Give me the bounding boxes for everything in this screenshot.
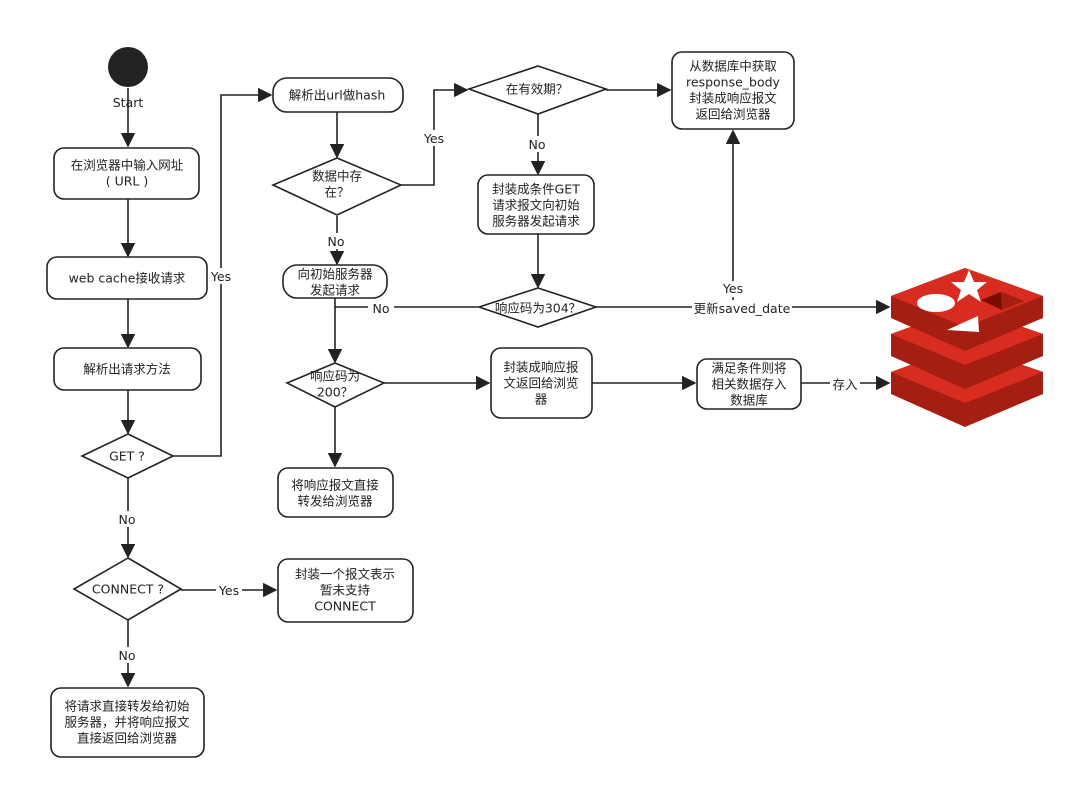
forward-resp-node [277, 467, 394, 518]
resp-200-decision [285, 362, 386, 408]
store-db-text: 满足条件则将相关数据存入数据库 [711, 361, 787, 408]
start-label: Start [113, 95, 144, 110]
valid-no-label: No [529, 137, 546, 152]
valid-period-decision [466, 65, 609, 115]
get-yes-label: Yes [210, 269, 231, 284]
valid-period-text: 在有效期？ [506, 82, 569, 97]
resp-304-text: 响应码为304？ [495, 301, 581, 316]
is-connect-text: CONNECT ? [92, 582, 164, 597]
nodes: Start 在浏览器中输入网址( URL ) web cache接收请求 解析出… [46, 47, 802, 758]
connect-yes-label: Yes [218, 583, 239, 598]
in-db-decision [271, 157, 403, 216]
forward-resp-text: 将响应报文直接转发给浏览器 [291, 478, 379, 509]
edge-labels: Yes No Yes No Yes No No No Yes 更新saved_d… [114, 130, 860, 663]
db-no-label: No [328, 234, 345, 249]
parse-method-node [53, 347, 202, 391]
web-cache-recv-node [46, 256, 208, 300]
parse-url-hash-text: 解析出url做hash [289, 88, 386, 103]
resp-304-decision [476, 287, 599, 328]
connect-unsupported-node [277, 558, 414, 623]
parse-url-hash-node [272, 77, 404, 113]
from-db-node [671, 51, 795, 130]
is-get-decision [80, 433, 175, 479]
request-origin-node [282, 264, 388, 299]
web-cache-recv-text: web cache接收请求 [69, 271, 186, 286]
parse-method-text: 解析出请求方法 [83, 362, 171, 377]
is-connect-decision [72, 557, 183, 621]
redis-database-icon [891, 268, 1043, 427]
forward-direct-node [50, 687, 205, 758]
connect-no-label: No [119, 648, 136, 663]
save-in-label: 存入 [832, 377, 858, 392]
db-yes-label: Yes [423, 131, 444, 146]
get-no-label: No [119, 512, 136, 527]
wrap-resp-node [490, 347, 593, 419]
enter-url-node [53, 147, 200, 200]
r304-no-label: No [373, 301, 390, 316]
enter-url-text: 在浏览器中输入网址( URL ) [71, 158, 184, 189]
store-db-node [696, 358, 802, 410]
is-get-text: GET ? [109, 449, 145, 464]
update-saved-date-label: 更新saved_date [694, 301, 791, 316]
forward-direct-text: 将请求直接转发给初始服务器，并将响应报文直接返回给浏览器 [64, 699, 190, 746]
start-node [108, 47, 148, 87]
cond-get-node [477, 174, 595, 235]
wrap-resp-text: 封装成响应报文返回给浏览器 [503, 360, 579, 407]
request-origin-text: 向初始服务器发起请求 [297, 267, 373, 298]
in-db-text: 数据中存在？ [312, 169, 362, 200]
r304-yes-label: Yes [722, 281, 743, 296]
